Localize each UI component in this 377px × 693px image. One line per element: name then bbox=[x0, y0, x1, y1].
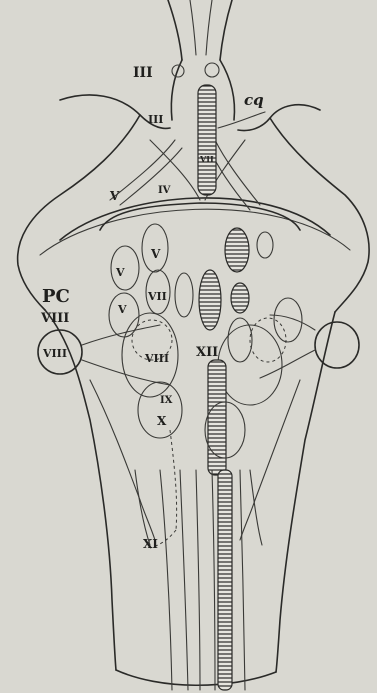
label-v-left: V bbox=[117, 303, 127, 316]
label-ix: IX bbox=[160, 395, 173, 406]
medulla-outline bbox=[45, 310, 335, 685]
label-cq: cq bbox=[244, 91, 264, 109]
label-iv: IV bbox=[158, 185, 171, 196]
nucleus-circle-right bbox=[205, 63, 219, 77]
label-v-small: V bbox=[109, 189, 120, 203]
label-iii-upper: III bbox=[148, 113, 163, 126]
label-viii-upper: VIII bbox=[40, 311, 69, 326]
descending-columns bbox=[135, 430, 262, 690]
central-canal-column bbox=[198, 85, 216, 195]
label-xii: XII bbox=[196, 345, 218, 360]
cq-pointer bbox=[218, 112, 265, 128]
label-vii-small: VII bbox=[199, 154, 214, 164]
label-xi: XI bbox=[143, 537, 158, 551]
pons-outline bbox=[40, 198, 350, 255]
nuclei-center bbox=[175, 228, 286, 475]
label-viii-lower: VIII bbox=[42, 347, 67, 360]
lateral-bodies bbox=[38, 298, 359, 385]
label-v-sensory: V bbox=[115, 266, 125, 279]
label-pc: PC bbox=[42, 286, 70, 307]
label-vii: VII bbox=[147, 290, 167, 303]
label-v-motor: V bbox=[150, 247, 161, 261]
label-viii-center: VIII bbox=[144, 352, 169, 365]
label-iii: III bbox=[133, 65, 153, 81]
label-x: X bbox=[157, 414, 167, 428]
